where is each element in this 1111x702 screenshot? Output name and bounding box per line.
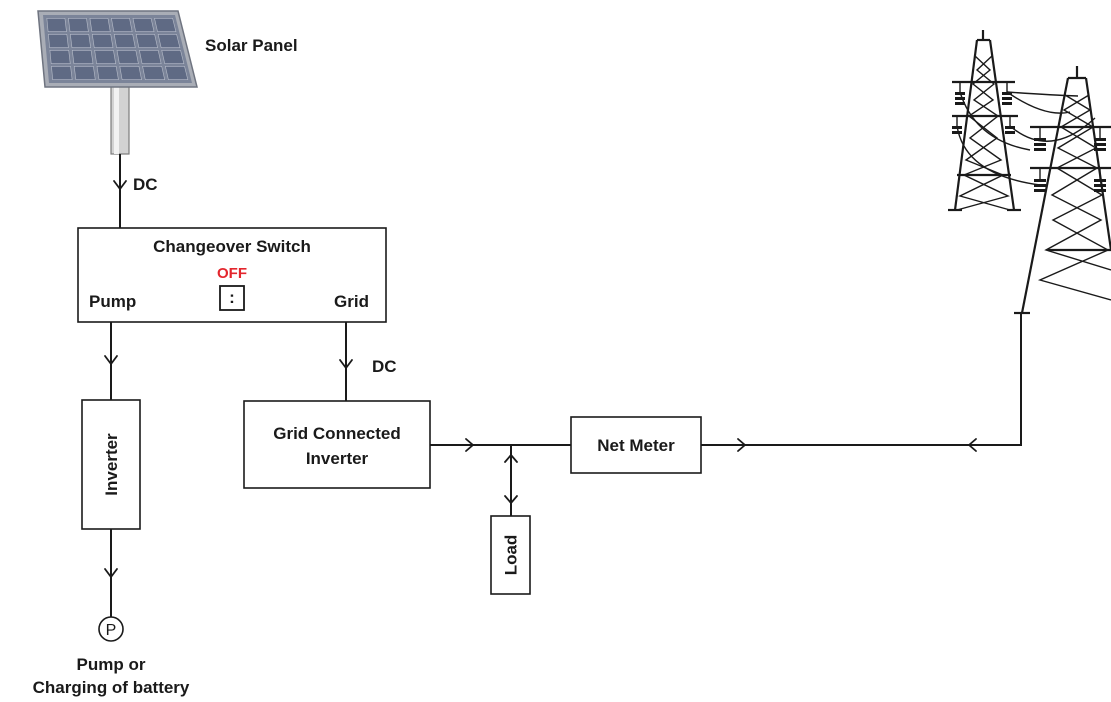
load-box bbox=[490, 515, 531, 595]
solar-cell bbox=[161, 49, 185, 65]
solar-cell bbox=[49, 49, 71, 65]
changeover-switch-title: Changeover Switch bbox=[153, 237, 311, 256]
load-label: Load bbox=[502, 535, 521, 576]
solar-panel-label: Solar Panel bbox=[205, 36, 298, 55]
solar-cell bbox=[154, 17, 177, 33]
dc-label-top: DC bbox=[133, 175, 158, 194]
switch-selector[interactable] bbox=[219, 285, 245, 311]
net-meter-label: Net Meter bbox=[597, 436, 675, 455]
solar-cell bbox=[69, 33, 92, 49]
pump-caption-line2: Charging of battery bbox=[33, 678, 190, 697]
solar-cell bbox=[46, 17, 67, 33]
solar-cell bbox=[51, 65, 73, 81]
solar-cell bbox=[139, 49, 162, 65]
solar-panel-icon bbox=[37, 10, 198, 155]
solar-cell bbox=[113, 33, 136, 49]
solar-cell bbox=[164, 65, 189, 81]
grid-connected-label-line2: Inverter bbox=[306, 449, 369, 468]
solar-cell bbox=[89, 17, 111, 33]
switch-pump-label: Pump bbox=[89, 292, 136, 311]
inverter-box bbox=[81, 399, 141, 530]
solar-cell bbox=[111, 17, 133, 33]
solar-cell bbox=[142, 65, 166, 81]
flow-arrow bbox=[339, 359, 353, 369]
solar-cell bbox=[157, 33, 181, 49]
flow-arrow bbox=[465, 438, 474, 452]
solar-cell bbox=[132, 17, 155, 33]
switch-selector-symbol: : bbox=[229, 288, 235, 307]
flow-arrow bbox=[104, 568, 118, 578]
solar-cell bbox=[116, 49, 139, 65]
transmission-tower-icon bbox=[948, 30, 1111, 315]
flow-arrow bbox=[968, 438, 977, 452]
switch-grid-label: Grid bbox=[334, 292, 369, 311]
grid-connected-label-line1: Grid Connected bbox=[273, 424, 401, 443]
solar-cell bbox=[91, 33, 114, 49]
flow-arrow bbox=[504, 454, 518, 463]
pump-symbol-icon: P bbox=[98, 616, 124, 642]
flow-arrow bbox=[113, 180, 127, 190]
solar-cell bbox=[48, 33, 69, 49]
flow-arrow bbox=[104, 355, 118, 365]
solar-cell bbox=[71, 49, 94, 65]
solar-cell bbox=[73, 65, 96, 81]
net-meter-box bbox=[570, 416, 702, 474]
solar-cell bbox=[96, 65, 119, 81]
flow-arrow bbox=[737, 438, 746, 452]
pump-caption-line1: Pump or bbox=[77, 655, 146, 674]
dc-label-mid: DC bbox=[372, 357, 397, 376]
solar-cell bbox=[94, 49, 117, 65]
switch-off-label: OFF bbox=[217, 265, 247, 282]
inverter-label: Inverter bbox=[102, 433, 121, 496]
solar-cell bbox=[119, 65, 142, 81]
pump-symbol-letter: P bbox=[106, 622, 117, 639]
flow-arrow bbox=[504, 495, 518, 504]
solar-panel-cells bbox=[46, 17, 189, 81]
solar-cell bbox=[68, 17, 89, 33]
grid-connected-inverter-box bbox=[243, 400, 431, 489]
solar-cell bbox=[135, 33, 158, 49]
